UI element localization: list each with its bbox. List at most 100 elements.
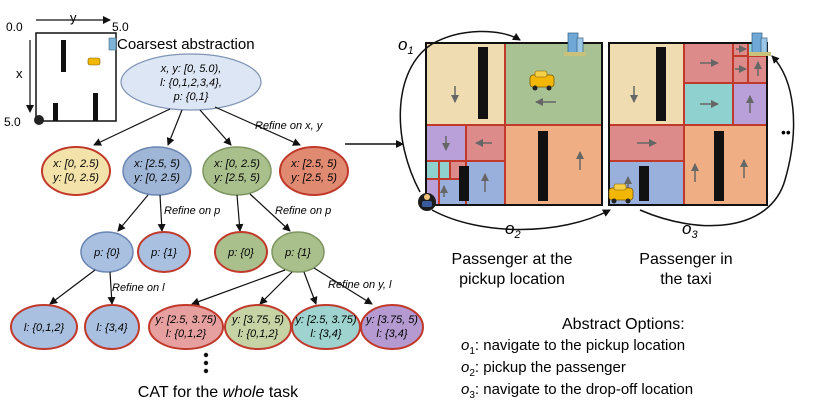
refine-label: Refine on x, y (255, 120, 324, 132)
level3-node-line: y: [3.75, 5) (231, 314, 284, 326)
grid-wall (538, 131, 548, 201)
level2-node-label: p: {1} (284, 247, 311, 259)
tree-caption: CAT for the whole task (138, 384, 299, 401)
passenger-icon (34, 115, 44, 125)
option-arc-o2 (431, 209, 611, 231)
level1-node (279, 146, 349, 196)
level3-node-line: l: {3,4} (96, 322, 128, 334)
level2-node (214, 231, 268, 273)
level3-node-line: l: {0,1,2} (238, 328, 279, 340)
refine-label: Refine on p (164, 205, 220, 217)
taxi-icon (87, 57, 101, 66)
grid2-caption-line: the taxi (660, 271, 712, 288)
building-icon (749, 32, 771, 56)
grid-passenger-at-pickup (418, 32, 603, 211)
level1-node (202, 146, 272, 196)
level1-node-line: x: [2.5, 5) (290, 158, 337, 170)
tree-edge (303, 271, 318, 305)
cat-tree: Coarsest abstraction x, y: [0, 5.0), l: … (10, 36, 424, 401)
refine-label: Refine on y, l (328, 279, 392, 291)
tree-edge (199, 109, 232, 146)
option-arc-o3 (639, 55, 795, 227)
continuation-dot (203, 352, 209, 358)
grid-wall (714, 131, 724, 201)
root-line: x, y: [0, 5.0), (160, 63, 222, 75)
grid-frame (425, 42, 603, 206)
level2-node (137, 231, 191, 273)
grid1-caption-line: Passenger at the (452, 251, 573, 268)
grid-cell (426, 43, 505, 125)
building-icon (108, 37, 117, 51)
mini-grid-wall (53, 103, 58, 121)
level3-node-line: y: [2.5, 3.75) (154, 314, 216, 326)
level3-node-line: l: {0,1,2} (166, 328, 207, 340)
tree-edge (191, 269, 286, 306)
option-arc-o1 (399, 30, 521, 193)
tree-edge (117, 194, 149, 232)
mini-grid-x-label: x (16, 66, 23, 81)
tree-edge (166, 109, 183, 146)
level3-node-line: y: [3.75, 5) (365, 314, 418, 326)
legend-item: o2: pickup the passenger (461, 359, 626, 379)
abstract-options-legend: Abstract Options: o1: navigate to the pi… (461, 316, 693, 401)
mini-grid-y-max-label: 5.0 (112, 20, 129, 34)
building-icon (564, 32, 586, 56)
continuation-dot (203, 368, 209, 374)
tree-edge (107, 271, 116, 305)
level3-node-line: l: {3,4} (376, 328, 408, 340)
root-line: p: {0,1} (173, 91, 209, 103)
level3-node (291, 304, 361, 350)
level2-node-label: p: {0} (227, 247, 254, 259)
continuation-dot (203, 360, 209, 366)
grid-wall (639, 166, 649, 201)
level2-node-label: p: {1} (150, 247, 177, 259)
refine-label: Refine on p (275, 205, 331, 217)
level1-node-line: x: [0, 2.5) (213, 158, 260, 170)
mini-grid: 0.0 y 5.0 x 5.0 (4, 10, 129, 129)
level3-node-line: y: [2.5, 3.75) (294, 314, 356, 326)
tree-edge (157, 194, 166, 232)
tree-edge (93, 108, 171, 146)
tree-edge (214, 106, 301, 146)
grid-frame (608, 42, 768, 206)
root-node (120, 53, 262, 111)
grid-cell (439, 161, 450, 179)
mini-grid-origin-label: 0.0 (6, 20, 23, 34)
grid-ellipsis: •• (781, 124, 791, 140)
level2-node (80, 231, 134, 273)
level3-node-line: l: {3,4} (310, 328, 342, 340)
tree-edge (249, 193, 291, 232)
passenger-icon (418, 193, 436, 211)
mini-grid-y-label: y (70, 10, 77, 25)
level3-node (10, 304, 78, 350)
grid1-caption-line: pickup location (459, 271, 565, 288)
level1-node-line: x: [2.5, 5) (133, 158, 180, 170)
level3-node (148, 304, 224, 350)
level1-node-line: y: [2.5, 5) (290, 172, 337, 184)
grid-passenger-in-taxi (608, 32, 771, 206)
legend-item: o1: navigate to the pickup location (461, 337, 685, 357)
grid-cell (684, 125, 767, 205)
level1-node-line: x: [0, 2.5) (52, 158, 99, 170)
level1-node-line: y: [2.5, 5) (213, 172, 260, 184)
grid-cell (426, 161, 439, 179)
grid-wall (478, 47, 488, 119)
grid-wall (459, 166, 469, 201)
level3-node (84, 304, 140, 350)
root-title: Coarsest abstraction (117, 36, 255, 53)
option-label-o2: o2 (505, 219, 521, 241)
level1-node-line: y: [0, 2.5) (52, 172, 99, 184)
root-line: l: {0,1,2,3,4}, (160, 77, 222, 89)
level3-node (224, 304, 292, 350)
tree-edge (259, 271, 293, 305)
option-label-o1: o1 (398, 35, 414, 57)
level3-node (360, 304, 424, 350)
level1-node (41, 146, 111, 196)
mini-grid-frame (35, 32, 117, 122)
legend-item: o3: navigate to the drop-off location (461, 381, 693, 401)
mini-grid-wall (93, 93, 98, 121)
grid-cell (505, 125, 602, 205)
grid-wall (656, 47, 666, 121)
level1-node-line: y: [0, 2.5) (133, 172, 180, 184)
